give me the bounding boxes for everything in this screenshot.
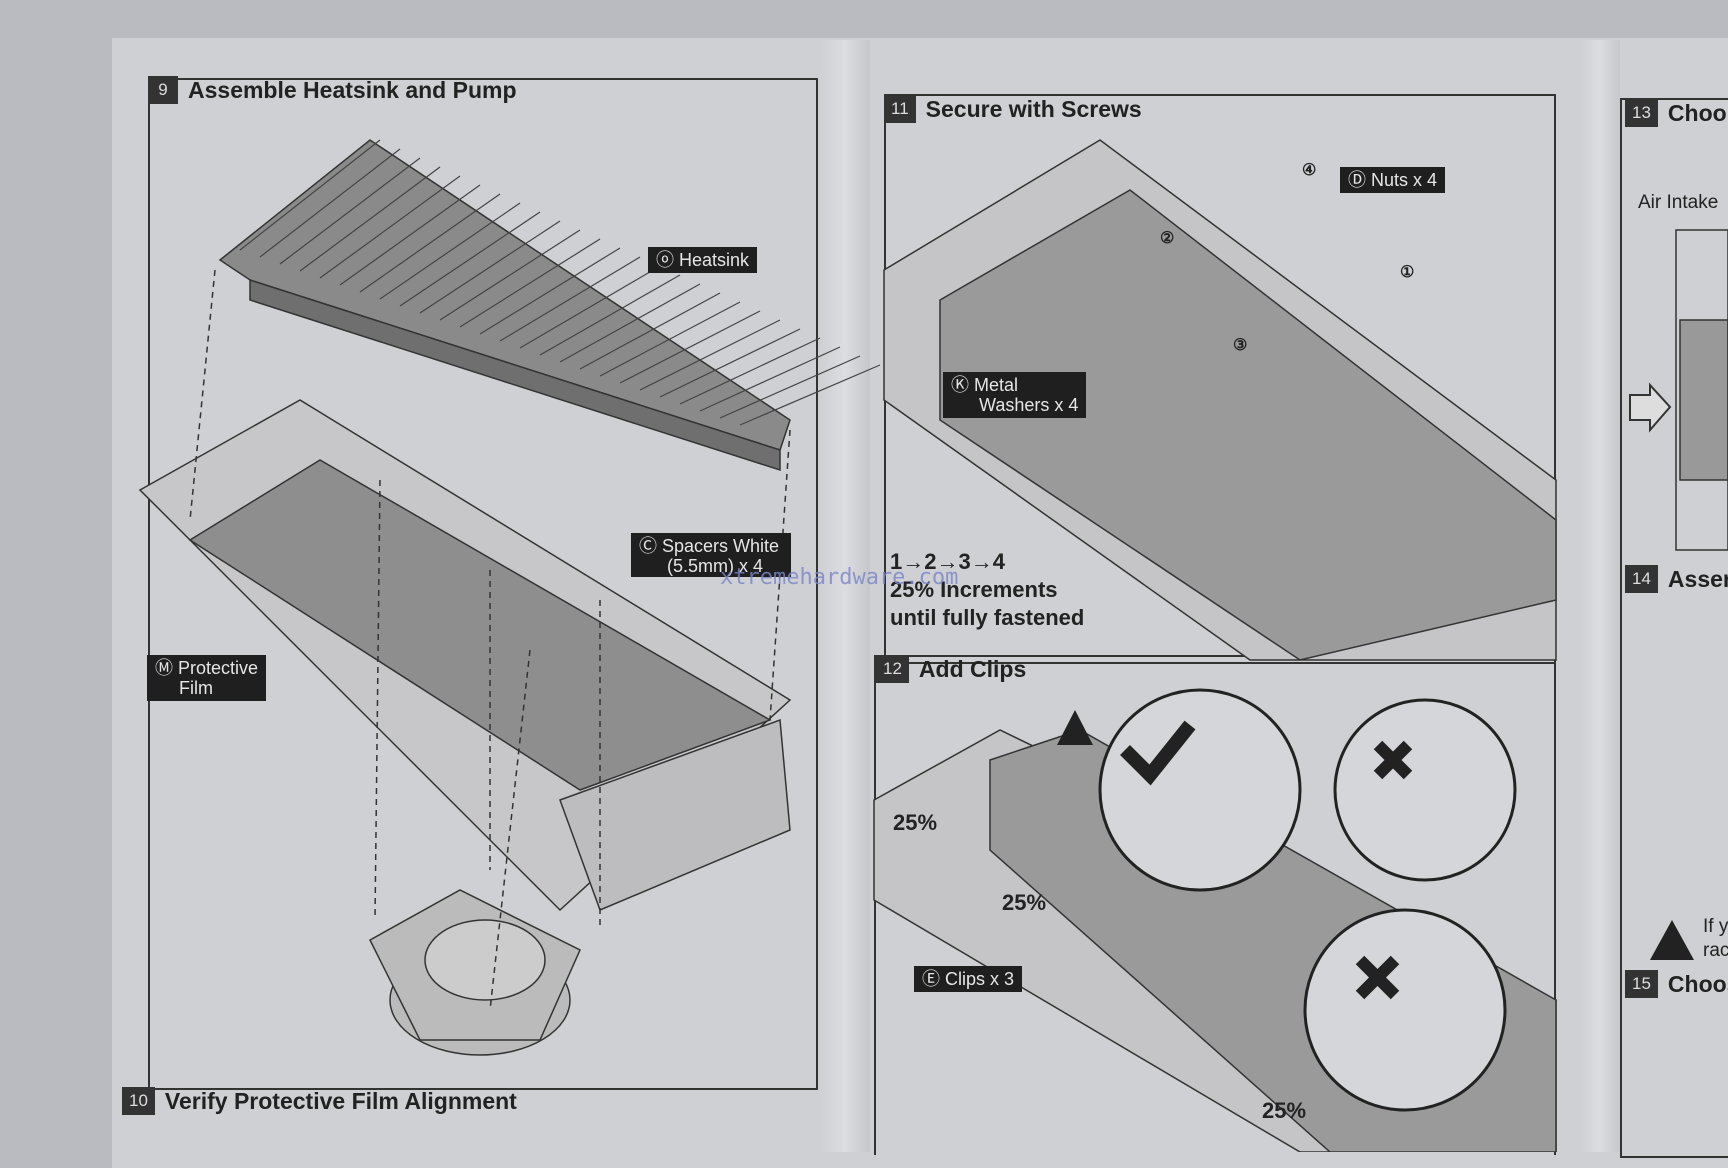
pump-drawing — [369, 889, 581, 1056]
screw-number-1: ① — [1400, 264, 1415, 281]
heatsink-fin — [679, 337, 821, 405]
step-number: 13 — [1625, 99, 1658, 127]
heatsink-fin — [479, 247, 621, 335]
heatsink-fin — [299, 166, 441, 272]
screw-number-4: ④ — [1302, 162, 1317, 179]
step-number: 10 — [122, 1087, 155, 1115]
heatsink-fin — [339, 184, 481, 286]
step-number: 9 — [148, 76, 178, 104]
step-title: Asser — [1667, 565, 1728, 592]
heatsink-fin — [739, 364, 881, 426]
check-icon — [1120, 720, 1196, 786]
spacers-label-line: (5.5mm) x 4 — [667, 556, 764, 576]
panel-9 — [148, 78, 818, 1090]
heatsink-fin — [259, 148, 401, 258]
heatsink-fin — [379, 202, 521, 300]
heatsink-fin — [399, 211, 541, 307]
heatsink-fin — [599, 301, 741, 377]
nuts-label: Ⓓ Nuts x 4 — [1340, 167, 1446, 193]
tightening-order: 1→2→3→4 25% Increments until fully fastene… — [890, 548, 1084, 632]
order-text: 1→2→3→4 — [890, 549, 1005, 574]
section-9-title: 9 Assemble Heatsink and Pump — [148, 76, 517, 104]
section-10-title: 10 Verify Protective Film Alignment — [122, 1087, 517, 1115]
step-title: Assemble Heatsink and Pump — [188, 76, 517, 103]
film-label-line: Film — [179, 678, 213, 698]
section-13-title: 13 Choo — [1625, 99, 1727, 127]
heatsink-fin — [639, 319, 781, 391]
pct-label: 25% — [893, 810, 938, 835]
paper-fold — [1580, 40, 1620, 1152]
air-arrow-icon — [1629, 382, 1672, 433]
increments-text: 25% Increments — [890, 577, 1058, 602]
air-intake-label: Air Intake — [1638, 192, 1719, 213]
pct-label: 25% — [1002, 890, 1047, 915]
graphics-card-drawing — [138, 399, 792, 912]
screw-number-2: ② — [1160, 230, 1175, 247]
warning-line: If y — [1703, 916, 1728, 937]
heatsink-fins — [239, 139, 881, 426]
paper-fold — [820, 40, 870, 1152]
section-12-title: 12 Add Clips — [876, 655, 1026, 683]
heatsink-fin — [419, 220, 561, 314]
heatsink-fin — [579, 292, 721, 370]
warning-icon — [1057, 710, 1694, 960]
heatsink-fin — [459, 238, 601, 328]
heatsink-fin — [279, 157, 421, 265]
warning-text: If y rac — [1703, 915, 1728, 963]
heatsink-fin — [559, 283, 701, 363]
spacers-label-line: Ⓒ Spacers White — [639, 536, 780, 556]
spacers-label: Ⓒ Spacers White(5.5mm) x 4 — [631, 533, 791, 577]
radiator-drawing — [1675, 229, 1728, 551]
panel-12 — [874, 655, 1556, 1155]
step-title: Choos — [1667, 970, 1728, 997]
increments-text: until fully fastened — [890, 605, 1085, 630]
film-label-line: Ⓜ Protective — [155, 658, 259, 678]
section-11-title: 11 Secure with Screws — [884, 95, 1142, 123]
heatsink-fin — [699, 346, 841, 412]
step-title: Secure with Screws — [925, 95, 1142, 122]
screw-number-3: ③ — [1233, 337, 1248, 354]
washers-label-line: Washers x 4 — [979, 395, 1079, 415]
warning-line: rac — [1703, 940, 1728, 961]
heatsink-fin — [359, 193, 501, 293]
secure-screws-drawing — [883, 139, 1557, 661]
step-number: 11 — [884, 95, 916, 123]
step-number: 14 — [1625, 565, 1658, 593]
heatsink-fin — [619, 310, 761, 384]
watermark: xtremehardware.com — [720, 565, 959, 590]
step-number: 12 — [876, 655, 909, 683]
heatsink-fin — [439, 229, 581, 321]
pct-label: 25% — [1262, 1098, 1307, 1123]
heatsink-fin — [319, 175, 461, 279]
cross-icon — [1355, 740, 1413, 1000]
heatsink-fin — [239, 139, 381, 251]
heatsink-fin — [499, 256, 641, 342]
heatsink-drawing — [218, 139, 791, 472]
heatsink-fin — [719, 355, 861, 419]
heatsink-fin — [519, 265, 661, 349]
heatsink-fin — [539, 274, 681, 356]
section-15-title: 15 Choos — [1625, 970, 1728, 998]
heatsink-fin — [659, 328, 801, 398]
washers-label-line: Ⓚ Metal — [951, 375, 1019, 395]
section-14-title: 14 Asser — [1625, 565, 1728, 593]
step-title: Choo — [1667, 99, 1727, 126]
clips-label: Ⓔ Clips x 3 — [914, 966, 1023, 992]
step-title: Verify Protective Film Alignment — [164, 1087, 517, 1114]
heatsink-label: ⓞ Heatsink — [648, 247, 758, 273]
step-title: Add Clips — [918, 655, 1027, 682]
step-number: 15 — [1625, 970, 1658, 998]
